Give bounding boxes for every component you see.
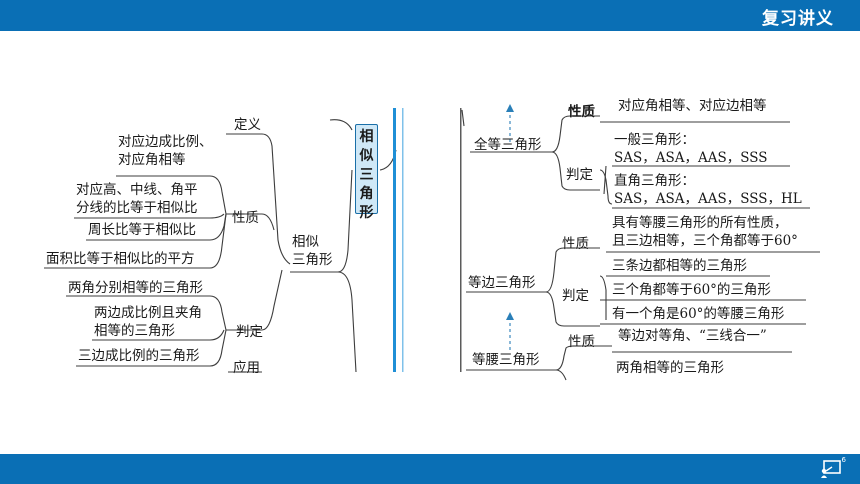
page-number: 6 [841, 456, 846, 464]
property-item: 对应高、中线、角平 分线的比等于相似比 [76, 182, 198, 216]
center-topic-box: 相 似 三 角 形 [355, 124, 378, 221]
congruent-property-text: 对应角相等、对应边相等 [618, 98, 767, 114]
property-item: 面积比等于相似比的平方 [46, 251, 195, 267]
judgement-item: 两角分别相等的三角形 [68, 280, 203, 296]
header-bar: 复习讲义 [0, 0, 860, 31]
property-item: 周长比等于相似比 [88, 222, 196, 238]
center-topic-char: 三 [359, 167, 374, 183]
footer-bar: 6 [0, 454, 860, 484]
header-title: 复习讲义 [762, 9, 834, 29]
judgement-item: 两边成比例且夹角 相等的三角形 [94, 305, 202, 339]
judgement-item: 三边成比例的三角形 [78, 348, 200, 364]
judgement-node: 判定 [236, 324, 263, 340]
equilateral-judgement-item: 三条边都相等的三角形 [612, 258, 747, 274]
property-node: 性质 [232, 210, 259, 226]
isosceles-triangle-node: 等腰三角形 [472, 352, 540, 368]
definition-node: 定义 [234, 117, 261, 133]
isosceles-property-node: 性质 [568, 334, 595, 350]
similar-triangle-root: 相似 三角形 [292, 234, 333, 268]
center-topic-char: 似 [359, 148, 374, 164]
equilateral-property-text: 具有等腰三角形的所有性质， 且三边相等，三个角都等于60° [612, 215, 798, 249]
property-item: 对应边成比例、 对应角相等 [118, 134, 213, 168]
equilateral-triangle-node: 等边三角形 [468, 275, 536, 291]
teacher-board-icon [821, 460, 841, 478]
equilateral-judgement-item: 有一个角是60°的等腰三角形 [612, 306, 785, 322]
isosceles-judgement-text: 两角相等的三角形 [616, 360, 724, 376]
application-node: 应用 [233, 360, 260, 376]
center-topic-char: 角 [359, 186, 374, 202]
congruent-judgement-node: 判定 [566, 167, 593, 183]
center-topic-char: 相 [359, 129, 374, 145]
equilateral-judgement-item: 三个角都等于60°的三角形 [612, 282, 771, 298]
equilateral-property-node: 性质 [562, 236, 589, 252]
center-topic-char: 形 [359, 205, 374, 221]
equilateral-judgement-node: 判定 [562, 288, 589, 304]
isosceles-property-text: 等边对等角、“三线合一” [618, 328, 767, 344]
congruent-judgement-item: 直角三角形： SAS，ASA，AAS，SSS，HL [614, 173, 802, 207]
congruent-triangle-node: 全等三角形 [474, 137, 542, 153]
congruent-property-node: 性质 [568, 104, 595, 120]
congruent-judgement-item: 一般三角形： SAS，ASA，AAS，SSS [614, 132, 768, 166]
